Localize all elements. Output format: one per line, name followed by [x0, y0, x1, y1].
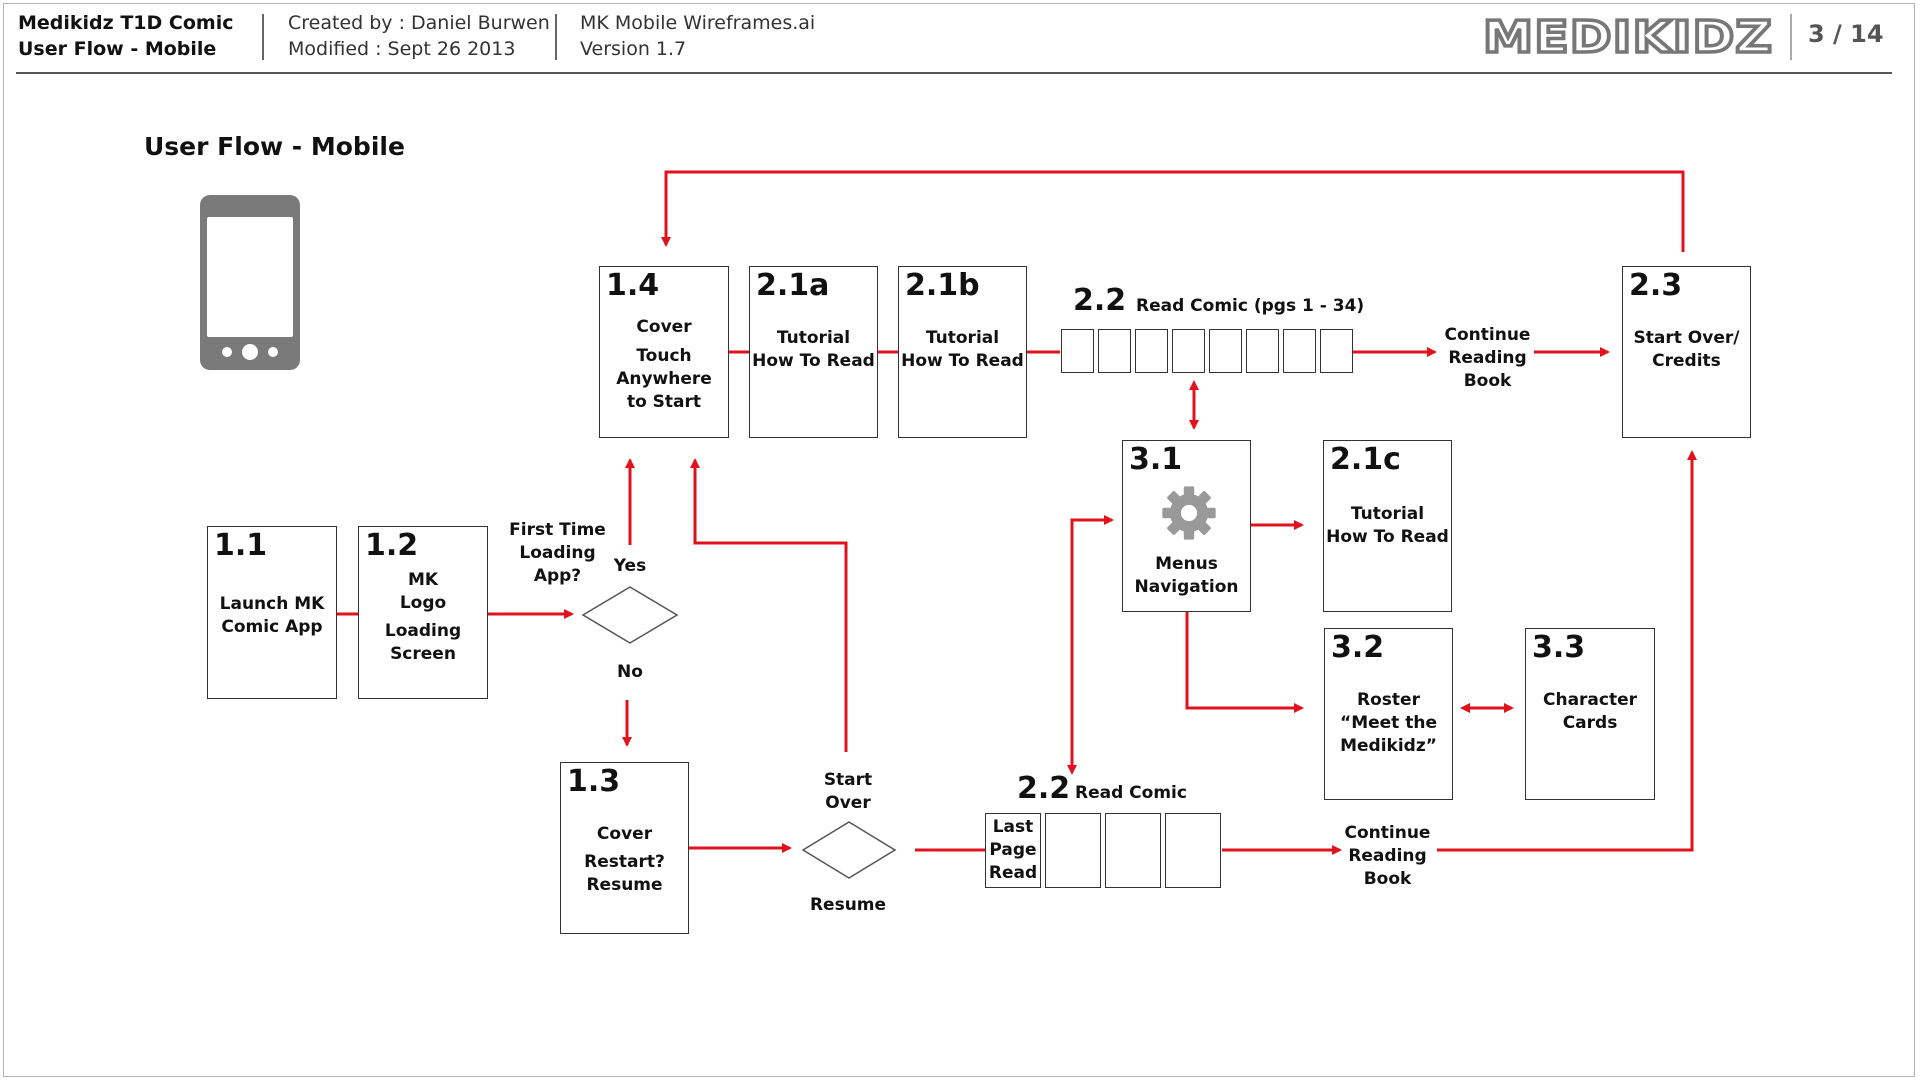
header-divider — [555, 14, 557, 60]
node-label: Tutorial How To Read — [901, 328, 1024, 371]
decision-resume-label: Resume — [809, 895, 887, 915]
node-label: Launch MK Comic App — [219, 594, 325, 637]
connector-lines — [337, 170, 1697, 855]
node-label: Character Cards — [1542, 690, 1638, 733]
last-page-read: Last Page Read — [985, 813, 1041, 888]
decision-first-time — [581, 586, 679, 644]
header-rule — [16, 72, 1892, 74]
last-page-label: Last Page Read — [988, 817, 1038, 883]
node-number: 2.1a — [756, 268, 830, 303]
node-3-3-character-cards: 3.3 Character Cards — [1525, 628, 1655, 800]
page-number: 3 / 14 — [1808, 20, 1884, 48]
header-divider — [1790, 14, 1792, 60]
node-2-1b-tutorial: 2.1b Tutorial How To Read — [898, 266, 1027, 438]
node-label: Tutorial How To Read — [1326, 504, 1449, 547]
file-name: MK Mobile Wireframes.ai — [580, 12, 816, 34]
header-divider — [262, 14, 264, 60]
node-number: 3.2 — [1331, 630, 1385, 665]
decision-start-over — [801, 821, 897, 879]
node-1-1-launch: 1.1 Launch MK Comic App — [207, 526, 337, 699]
node-label-secondary: Touch Anywhere to Start — [616, 346, 712, 412]
gear-icon — [1162, 486, 1216, 540]
arrow-startover-to-cover — [661, 170, 1685, 252]
read-comic-number: 2.2 — [1073, 283, 1127, 318]
node-number: 1.4 — [606, 268, 660, 303]
node-2-3-credits: 2.3 Start Over/ Credits — [1622, 266, 1751, 438]
node-label-secondary: Restart? Resume — [584, 852, 665, 895]
node-number: 2.1c — [1330, 442, 1401, 477]
read-comic-label: Read Comic (pgs 1 - 34) — [1136, 296, 1365, 316]
node-label: Cover — [636, 317, 692, 337]
arrow-continue-to-credits — [1437, 450, 1697, 852]
comic-page — [1320, 329, 1353, 373]
project-subtitle: User Flow - Mobile — [18, 38, 217, 60]
created-by: Created by : Daniel Burwen — [288, 12, 550, 34]
version: Version 1.7 — [580, 38, 687, 60]
continue-reading-label: Continue Reading Book — [1444, 325, 1531, 391]
project-name: Medikidz T1D Comic — [18, 12, 234, 34]
node-number: 2.3 — [1629, 268, 1683, 303]
node-number: 1.1 — [214, 528, 268, 563]
smartphone-icon — [200, 195, 300, 370]
comic-page — [1061, 329, 1094, 373]
comic-page — [1172, 329, 1205, 373]
comic-page — [1098, 329, 1131, 373]
decision-no-label: No — [617, 662, 643, 682]
comic-page — [1246, 329, 1279, 373]
modified-date: Modified : Sept 26 2013 — [288, 38, 516, 60]
node-3-2-roster: 3.2 Roster “Meet the Medikidz” — [1324, 628, 1453, 800]
file-info: MK Mobile Wireframes.ai Version 1.7 — [580, 10, 815, 62]
author-info: Created by : Daniel Burwen Modified : Se… — [288, 10, 550, 62]
node-number: 3.1 — [1129, 442, 1183, 477]
comic-page — [1105, 813, 1161, 888]
medikidz-logo: MEDIKIDZ — [1481, 12, 1774, 62]
node-label: Menus Navigation — [1134, 554, 1239, 597]
decision-start-over-label: Start Over — [823, 770, 873, 813]
node-1-2-logo-loading: 1.2 MK Logo Loading Screen — [358, 526, 488, 699]
continue-reading-label: Continue Reading Book — [1344, 823, 1431, 889]
comic-page — [1045, 813, 1101, 888]
node-label: Start Over/ Credits — [1633, 328, 1740, 371]
arrow-menu-to-roster — [1185, 612, 1304, 713]
node-label: Tutorial How To Read — [752, 328, 875, 371]
decision-question: First Time Loading App? — [509, 520, 606, 586]
arrow-startover-to-cover — [690, 458, 848, 752]
node-label: Cover — [596, 824, 653, 844]
arrow-comic-to-menu — [1067, 515, 1114, 775]
decision-yes-label: Yes — [613, 556, 647, 576]
comic-page — [1135, 329, 1168, 373]
logo-text: MEDIKIDZ — [1483, 12, 1773, 62]
node-label-secondary: Loading Screen — [384, 621, 462, 664]
page-title: User Flow - Mobile — [144, 132, 405, 161]
node-label: Roster “Meet the Medikidz” — [1340, 690, 1437, 756]
node-number: 3.3 — [1532, 630, 1586, 665]
node-1-3-cover-restart: 1.3 Cover Restart? Resume — [560, 762, 689, 934]
node-2-1c-tutorial: 2.1c Tutorial How To Read — [1323, 440, 1452, 612]
node-1-4-cover-start: 1.4 Cover Touch Anywhere to Start — [599, 266, 729, 438]
comic-page — [1283, 329, 1316, 373]
node-2-1a-tutorial: 2.1a Tutorial How To Read — [749, 266, 878, 438]
read-comic-label: Read Comic — [1075, 783, 1187, 803]
node-label: MK Logo — [399, 570, 447, 613]
project-title: Medikidz T1D Comic User Flow - Mobile — [18, 10, 233, 62]
comic-page — [1209, 329, 1242, 373]
read-comic-number: 2.2 — [1017, 771, 1071, 806]
comic-page — [1165, 813, 1221, 888]
node-number: 2.1b — [905, 268, 980, 303]
node-number: 1.3 — [567, 764, 621, 799]
slide-frame — [3, 3, 1915, 1077]
node-number: 1.2 — [365, 528, 419, 563]
